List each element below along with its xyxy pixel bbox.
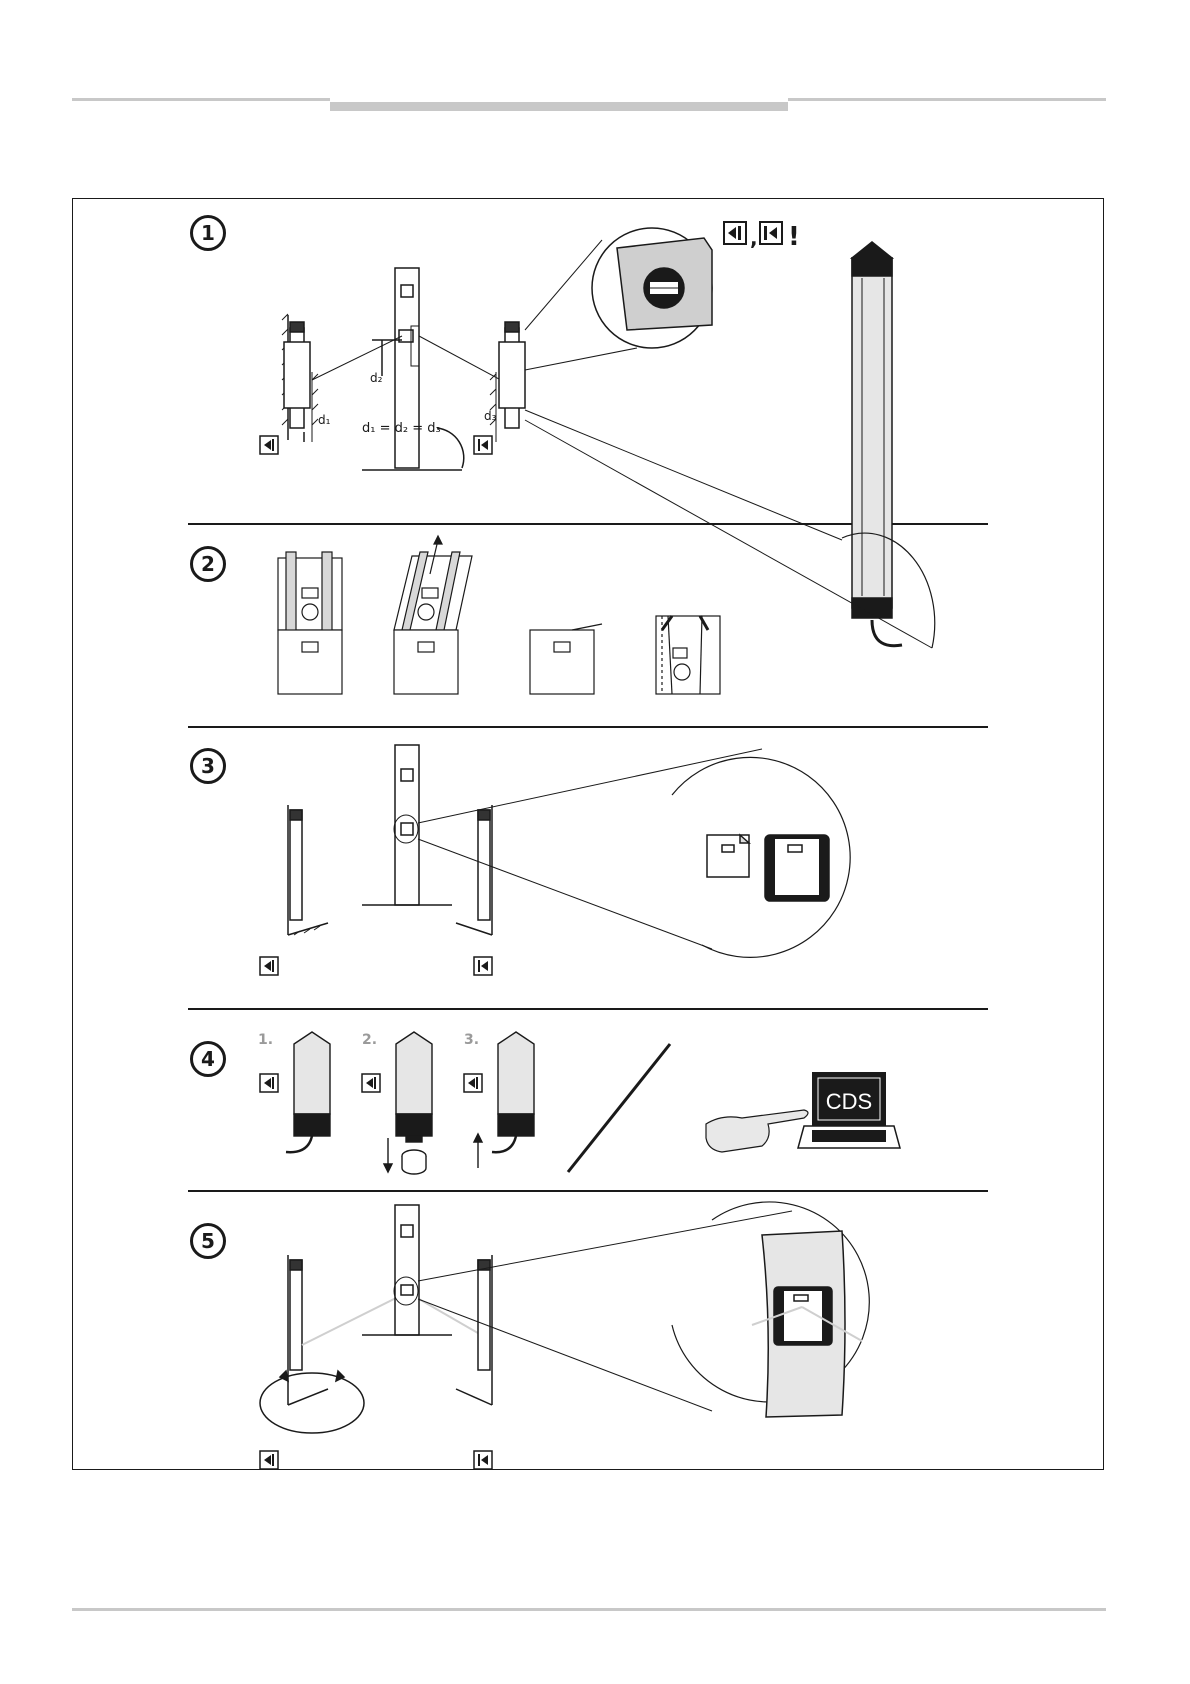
step-5-illustration [72,1195,1104,1470]
sender-device-step3 [290,810,302,920]
receiver-icon [474,436,492,454]
device-substep-3 [474,1032,534,1168]
receiver-icon [474,1451,492,1469]
label-applied-panel [278,552,342,694]
receiver-icon [474,957,492,975]
exclamation-mark: ! [788,222,800,252]
sender-icon [464,1074,482,1092]
distance-label-d3: d₃ [484,409,497,423]
test-post-step1 [395,268,419,468]
step-1-illustration: , ! d₁ d₂ d₃ d₁ = d₂ = d₃ [72,200,1104,520]
pointing-hand-icon [706,1110,808,1152]
step-3-illustration [72,735,1104,1005]
sender-icon [362,1074,380,1092]
distance-label-d2: d₂ [370,371,383,385]
sender-icon [260,436,278,454]
rotation-arrow-icon [260,1373,364,1433]
device-tape-panel [656,616,720,694]
box-panel [530,624,602,694]
header-rule-middle [330,102,788,111]
header-rule-right [788,98,1106,101]
laptop-icon: CDS [798,1072,900,1148]
sender-icon [260,1074,278,1092]
cds-screen-label: CDS [826,1089,872,1114]
svg-text:,: , [750,226,758,250]
step-2-illustration [72,530,1104,725]
device-substep-1 [286,1032,330,1152]
substep-2-label: 2. [362,1032,377,1048]
device-substep-2 [384,1032,432,1174]
substep-3-label: 3. [464,1032,479,1048]
or-divider [568,1044,670,1172]
distance-label-d1: d₁ [318,413,331,427]
peel-label-panel [394,536,472,694]
separator-3-4 [188,1008,988,1010]
header-rule-left [72,98,330,101]
sender-icon [260,1451,278,1469]
distance-formula: d₁ = d₂ = d₃ [362,421,441,436]
step-4-illustration: 1. 2. 3. [72,1014,1104,1189]
separator-2-3 [188,726,988,728]
separator-4-5 [188,1190,988,1192]
sender-icon [260,957,278,975]
receiver-device-step5 [478,1260,490,1370]
sender-device-step5 [290,1260,302,1370]
footer-rule [72,1608,1106,1611]
sender-receiver-warning: , ! [724,222,800,252]
substep-1-label: 1. [258,1032,273,1048]
